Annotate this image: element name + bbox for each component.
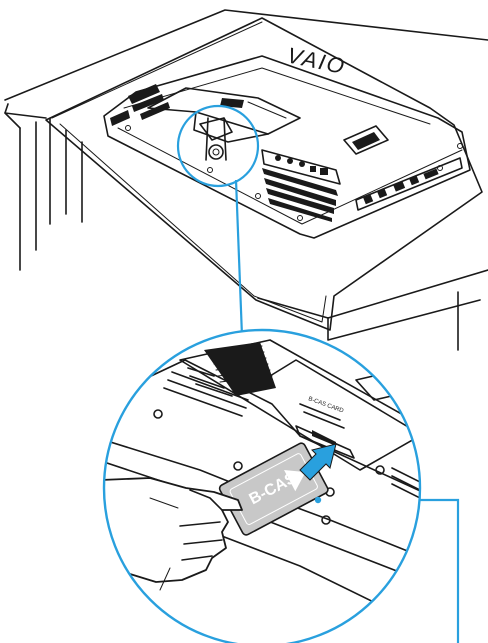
vaio-logo: VAIO <box>285 42 348 79</box>
computer-back: VAIO <box>46 18 482 330</box>
vent-right <box>262 168 338 222</box>
stand <box>148 88 300 160</box>
callout-dot <box>315 497 321 503</box>
port-panel <box>262 150 340 184</box>
connector-strip <box>356 158 462 210</box>
svg-text:VAIO: VAIO <box>285 42 348 79</box>
